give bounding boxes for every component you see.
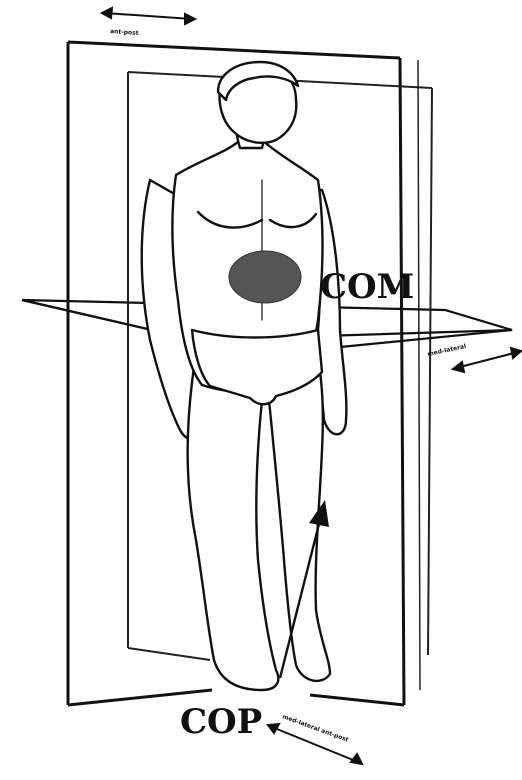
- com-marker: [229, 251, 301, 303]
- com-label: COM: [320, 267, 414, 307]
- human-figure: [142, 62, 347, 690]
- cop-label: COP: [180, 702, 262, 742]
- right-arrow-label: med-lateral: [427, 343, 467, 358]
- bottom-arrow-label: med-lateral ant-post: [281, 713, 349, 744]
- top-double-arrow: [102, 8, 195, 24]
- right-double-arrow: [453, 348, 521, 372]
- top-arrow-label: ant-post: [110, 28, 139, 37]
